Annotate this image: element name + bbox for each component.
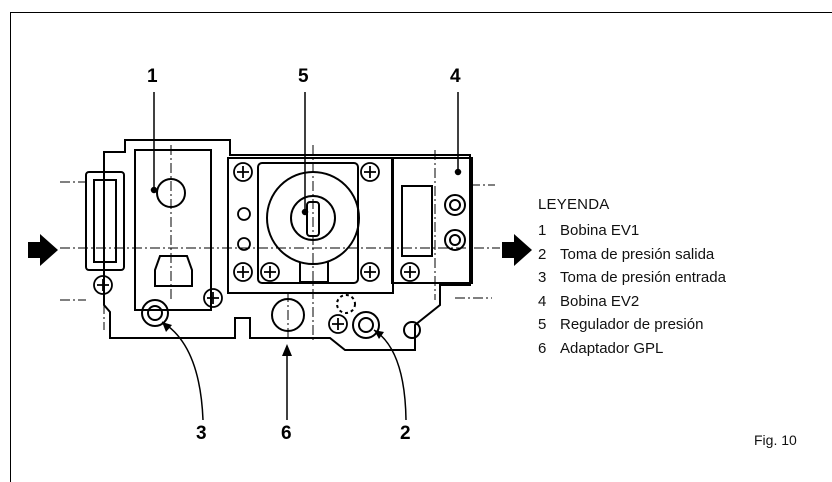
legend-item-text: Toma de presión entrada bbox=[560, 269, 726, 287]
legend-item-number: 3 bbox=[538, 269, 547, 287]
legend-item: 4 Bobina EV2 bbox=[538, 290, 726, 314]
coil-ev2-terminal-top bbox=[444, 194, 466, 216]
leader-6-arrowhead bbox=[282, 344, 292, 356]
outlet-pressure-tap bbox=[352, 311, 380, 339]
callout-6: 6 bbox=[281, 423, 292, 444]
left-connector-block bbox=[85, 171, 125, 271]
coil-ev2-housing bbox=[391, 157, 473, 284]
figure-label: Fig. 10 bbox=[754, 432, 797, 448]
coil-ev2-connector bbox=[401, 185, 433, 257]
legend-item: 2 Toma de presión salida bbox=[538, 243, 726, 267]
outlet-flow-arrow bbox=[502, 234, 532, 266]
leader-arrowheads bbox=[162, 322, 384, 356]
hidden-port bbox=[336, 294, 356, 314]
legend-item-number: 5 bbox=[538, 316, 547, 334]
inlet-pressure-tap bbox=[141, 299, 169, 327]
legend: LEYENDA 1 Bobina EV1 2 Toma de presión s… bbox=[538, 196, 726, 360]
left-connector-inner bbox=[93, 179, 117, 263]
legend-item-text: Bobina EV1 bbox=[560, 222, 640, 240]
inlet-flow-arrow bbox=[28, 234, 58, 266]
coil-ev1-housing bbox=[134, 149, 212, 311]
callout-3: 3 bbox=[196, 423, 207, 444]
leader-3-arrowhead bbox=[162, 322, 172, 332]
legend-item-number: 4 bbox=[538, 292, 547, 310]
center-lines bbox=[60, 145, 500, 340]
leader-2 bbox=[373, 329, 407, 421]
legend-item: 1 Bobina EV1 bbox=[538, 219, 726, 243]
coil-ev2-terminal-bottom bbox=[444, 229, 466, 251]
legend-item: 5 Regulador de presión bbox=[538, 313, 726, 337]
legend-item-text: Adaptador GPL bbox=[560, 339, 664, 357]
valve-body-outline bbox=[103, 139, 471, 351]
leader-3 bbox=[161, 321, 204, 421]
legend-title: LEYENDA bbox=[538, 196, 610, 213]
legend-item-number: 2 bbox=[538, 245, 547, 263]
mounting-hole bbox=[403, 321, 421, 339]
callout-1: 1 bbox=[147, 66, 158, 87]
regulator-neck bbox=[299, 262, 329, 283]
legend-item-number: 1 bbox=[538, 222, 547, 240]
flow-arrows bbox=[28, 234, 532, 266]
legend-item-text: Regulador de presión bbox=[560, 316, 704, 334]
figure-frame bbox=[10, 12, 832, 482]
leader-2-arrowhead bbox=[374, 330, 384, 339]
coil-ev1-terminal bbox=[154, 255, 193, 287]
fixing-screws bbox=[93, 162, 420, 334]
legend-item-number: 6 bbox=[538, 339, 547, 357]
callout-2: 2 bbox=[400, 423, 411, 444]
legend-item: 6 Adaptador GPL bbox=[538, 337, 726, 361]
callout-4: 4 bbox=[450, 66, 461, 87]
callout-5: 5 bbox=[298, 66, 309, 87]
legend-item-text: Toma de presión salida bbox=[560, 245, 715, 263]
legend-item-text: Bobina EV2 bbox=[560, 292, 640, 310]
legend-item: 3 Toma de presión entrada bbox=[538, 266, 726, 290]
